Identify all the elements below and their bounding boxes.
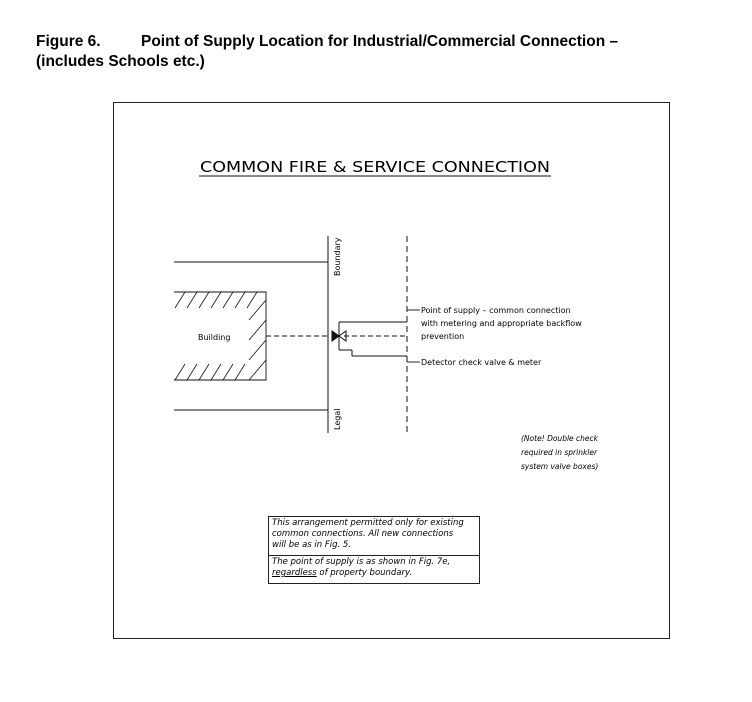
figure-title: Point of Supply Location for Industrial/… (141, 33, 619, 50)
note-line3: will be as in Fig. 5. (272, 540, 352, 550)
boundary-label: Boundary (333, 237, 342, 276)
side-note-line3: system valve boxes) (521, 462, 598, 471)
detector-label: Detector check valve & meter (421, 358, 542, 367)
note-line5: regardless of property boundary. (272, 568, 476, 579)
pos-text-line1: Point of supply – common connection (421, 306, 571, 315)
diagram-frame (113, 102, 670, 639)
side-note-line1: (Note! Double check (521, 434, 599, 443)
note-underlined-word: regardless (272, 568, 317, 578)
pos-text-line2: with metering and appropriate backflow (421, 319, 582, 328)
diagram-heading: COMMON FIRE & SERVICE CONNECTION (200, 158, 550, 176)
note-line4: The point of supply is as shown in Fig. … (269, 555, 479, 568)
caption-line-1: Figure 6. Point of Supply Location for In… (36, 32, 736, 52)
side-note-line2: required in sprinkler (521, 448, 598, 457)
pos-text-line3: prevention (421, 332, 464, 341)
figure-number: Figure 6. (36, 33, 101, 50)
building-hatch (174, 292, 267, 380)
note-line1: This arrangement permitted only for exis… (272, 518, 464, 528)
check-valve-symbol (331, 321, 407, 357)
legal-label: Legal (333, 409, 342, 430)
caption-line-2: (includes Schools etc.) (36, 53, 205, 70)
note-line2: common connections. All new connections (272, 529, 454, 539)
arrangement-note-box: This arrangement permitted only for exis… (268, 516, 480, 584)
figure-caption: Figure 6. Point of Supply Location for In… (36, 32, 736, 72)
note-line5-rest: of property boundary. (316, 568, 413, 578)
building-label: Building (198, 333, 230, 342)
